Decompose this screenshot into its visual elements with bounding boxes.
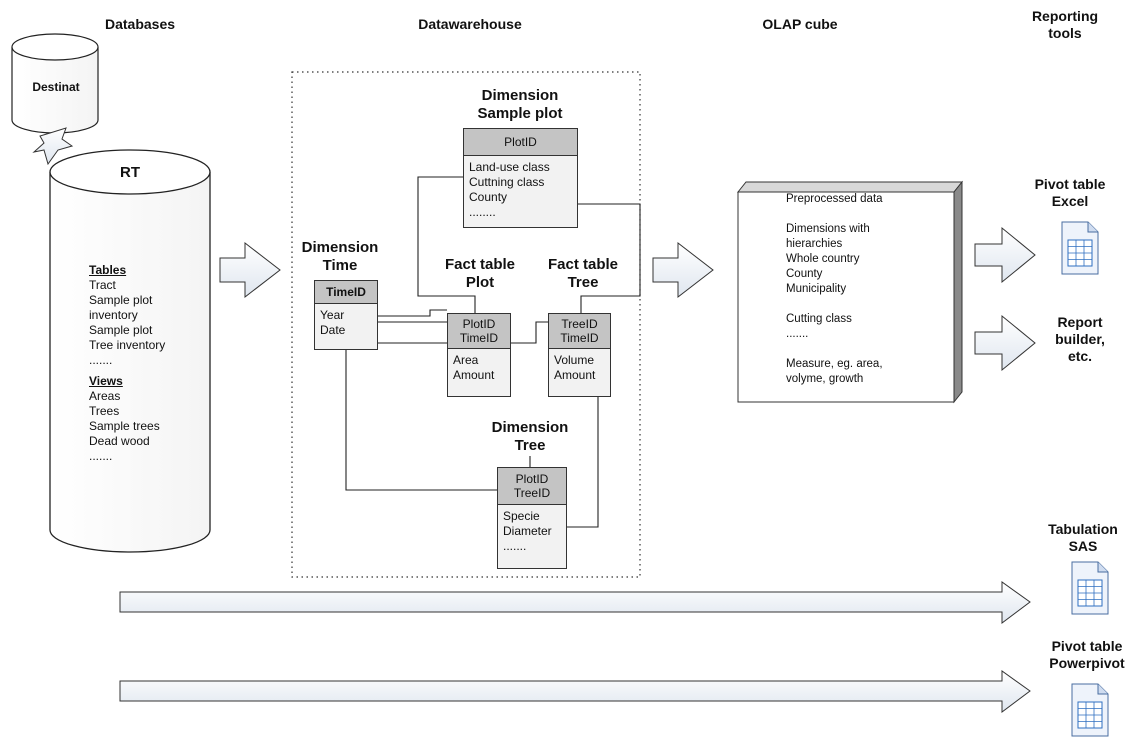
report-builder-label: Report builder, etc. (1055, 314, 1105, 364)
fact-plot-label: Fact table Plot (444, 256, 516, 291)
relationship-connectors (345, 176, 641, 528)
olap-cube-content: Preprocessed data Dimensions with hierar… (786, 193, 883, 385)
table-key: TimeID (315, 281, 377, 304)
dim-time-label: Dimension Time (301, 239, 379, 274)
dim-sample-plot-table: PlotID Land-use class Cuttning class Cou… (463, 128, 578, 228)
rt-content-list: Tables Tract Sample plot inventory Sampl… (89, 263, 209, 464)
list-item: Areas (89, 389, 121, 403)
list-item: Dead wood (89, 434, 150, 448)
table-fields: Volume Amount (554, 353, 596, 382)
tables-heading: Tables (89, 263, 127, 277)
table-fields: Area Amount (453, 353, 495, 382)
list-item: ....... (89, 449, 113, 463)
destination-cylinder-icon (11, 33, 99, 134)
dim-tree-table: PlotID TreeID Specie Diameter ....... (497, 467, 567, 569)
table-key: PlotID (464, 129, 577, 156)
list-item: ....... (89, 353, 113, 367)
dim-tree-label: Dimension Tree (491, 419, 569, 454)
arrow-right-icon (974, 314, 1036, 372)
table-fields: Land-use class Cuttning class County ...… (469, 160, 550, 219)
tabulation-sas-label: Tabulation SAS (1048, 521, 1118, 554)
arrow-right-icon (652, 241, 714, 299)
dim-sample-plot-label: Dimension Sample plot (477, 87, 563, 122)
dim-time-table: TimeID Year Date (314, 280, 378, 350)
spreadsheet-document-icon (1061, 221, 1099, 275)
header-datawarehouse: Datawarehouse (418, 16, 522, 32)
fact-plot-table: PlotID TimeID Area Amount (447, 313, 511, 397)
rt-label: RT (120, 164, 140, 181)
list-item: inventory (89, 308, 138, 322)
table-keys: PlotID TreeID (498, 468, 566, 505)
table-keys: TreeID TimeID (549, 314, 610, 349)
header-databases: Databases (104, 16, 176, 32)
header-olap-cube: OLAP cube (762, 16, 838, 32)
list-item: Tree inventory (89, 338, 166, 352)
spreadsheet-document-icon (1071, 561, 1109, 615)
pivot-excel-label: Pivot table Excel (1034, 176, 1106, 209)
destination-label: Destinat (32, 80, 80, 94)
spreadsheet-document-icon (1071, 683, 1109, 737)
long-arrow-right-icon (119, 581, 1031, 624)
views-heading: Views (89, 374, 123, 388)
table-keys: PlotID TimeID (448, 314, 510, 349)
list-item: Sample plot (89, 293, 153, 307)
fact-tree-label: Fact table Tree (547, 256, 619, 291)
header-reporting-tools: Reporting tools (1031, 8, 1099, 41)
rt-database-cylinder-icon (49, 149, 211, 553)
arrow-right-icon (974, 226, 1036, 284)
table-fields: Specie Diameter ....... (503, 509, 552, 553)
list-item: Sample trees (89, 419, 160, 433)
table-fields: Year Date (320, 308, 346, 337)
arrow-right-icon (219, 241, 281, 299)
list-item: Tract (89, 278, 116, 292)
olap-cube-shape (736, 180, 964, 404)
long-arrow-right-icon (119, 670, 1031, 713)
pivot-powerpivot-label: Pivot table Powerpivot (1049, 638, 1125, 671)
datawarehouse-boundary (291, 71, 641, 578)
list-item: Trees (89, 404, 120, 418)
list-item: Sample plot (89, 323, 153, 337)
fact-tree-table: TreeID TimeID Volume Amount (548, 313, 611, 397)
destination-to-rt-arrow-icon (32, 127, 74, 166)
